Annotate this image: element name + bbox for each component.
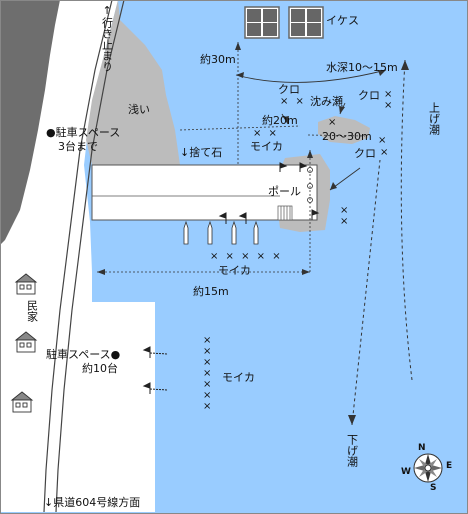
falling-tide-label: 下げ潮 xyxy=(345,434,359,467)
moika-marks-3b: × xyxy=(203,346,214,357)
depth-30m-label: 約30m xyxy=(200,53,236,66)
road-dead-end-label: ↑行き止まり xyxy=(100,4,114,72)
shallow-area xyxy=(86,0,180,165)
moika-marks-3d: × xyxy=(203,368,214,379)
compass-w: W xyxy=(401,467,411,477)
kuro-label-1: クロ xyxy=(278,83,300,96)
compass-rose xyxy=(413,453,443,483)
measure-lines xyxy=(97,42,366,273)
parking-2-capacity: 約10台 xyxy=(82,362,118,375)
discarded-stones-label: ↓捨て石 xyxy=(180,146,223,159)
parking-1-capacity: 3台まで xyxy=(58,140,98,153)
pier-end-marks-2: × xyxy=(340,216,351,227)
kuro-marks-1: × × xyxy=(280,96,306,107)
moika-marks-3e: × xyxy=(203,379,214,390)
sunken-reef-label: 沈み瀬 xyxy=(310,95,343,108)
dark-shore xyxy=(0,0,60,245)
compass-e: E xyxy=(446,461,453,471)
moika-marks-3g: × xyxy=(203,401,214,412)
moika-marks-3c: × xyxy=(203,357,214,368)
depth-range-label: 水深10〜15m xyxy=(326,61,398,74)
kuro-label-3: クロ xyxy=(354,147,376,160)
submerged-rock xyxy=(318,116,370,144)
moika-marks-2: × × × × × xyxy=(210,251,283,262)
houses xyxy=(10,273,38,413)
parking-1-label: ●駐車スペース xyxy=(46,126,121,139)
rising-tide-label: 上げ潮 xyxy=(427,102,441,135)
houses-label: 民家 xyxy=(25,300,39,322)
kuro-label-2: クロ xyxy=(358,89,380,102)
moika-marks-3f: × xyxy=(203,390,214,401)
moika-marks-3a: × xyxy=(203,335,214,346)
moika-label-2: モイカ xyxy=(218,264,251,277)
pole-label: ポール xyxy=(268,185,301,198)
compass-s: S xyxy=(430,483,437,493)
kuro-marks-3a: × xyxy=(378,135,389,146)
angler-flags xyxy=(142,162,320,394)
small-boats xyxy=(183,220,259,245)
length-15m-label: 約15m xyxy=(193,285,229,298)
kuro-marks-2a: × xyxy=(384,89,395,100)
depth-20m-label: 約20m xyxy=(262,114,298,127)
moika-label-1: モイカ xyxy=(250,140,283,153)
main-road xyxy=(43,0,125,513)
reef-mark: × xyxy=(328,117,339,128)
moika-label-3: モイカ xyxy=(222,371,255,384)
tidal-currents xyxy=(351,59,413,426)
parking-2-label: 駐車スペース● xyxy=(46,348,121,361)
range-20-30m-label: 20〜30m xyxy=(322,130,372,143)
compass-n: N xyxy=(418,443,426,453)
pier-steps xyxy=(277,205,293,221)
pier-end-marks-1: × xyxy=(340,205,351,216)
ikesu-label: イケス xyxy=(326,14,359,27)
route-604-label: ↓県道604号線方面 xyxy=(44,496,141,509)
moika-marks-1: × × xyxy=(253,128,279,139)
fish-cages xyxy=(244,6,324,39)
kuro-marks-3b: × xyxy=(380,147,391,158)
kuro-marks-2b: × xyxy=(384,100,395,111)
shallow-label: 浅い xyxy=(128,103,150,116)
land-area xyxy=(0,0,155,512)
